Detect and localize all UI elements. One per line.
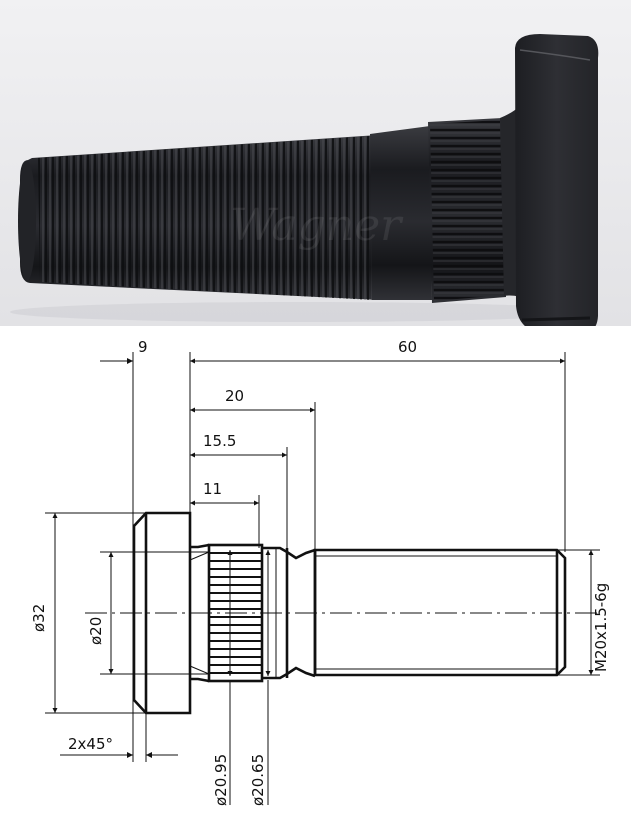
knurl-hatch [209,552,262,674]
watermark: Wagner [230,200,404,251]
dim-head-diameter: ø32 [30,604,48,632]
part-outline [132,511,567,715]
dim-overall-length: 60 [398,338,417,356]
dim-knurl-minor: ø20.65 [249,754,267,806]
dim-knurl-length: 11 [203,480,222,498]
technical-drawing: 9 60 20 15.5 11 2x45° ø32 ø20 ø20.95 ø20… [0,326,631,816]
dim-head-thickness: 9 [138,338,148,356]
dim-shank-diameter: ø20 [87,617,105,645]
dimension-lines [52,358,594,758]
dim-neck-end: 15.5 [203,432,236,450]
dim-chamfer: 2x45° [68,735,113,753]
bolt-head-photo [515,34,599,336]
bolt-knurl-photo [428,118,506,303]
dim-thread-spec: M20x1.5-6g [592,583,610,672]
bolt-neck-photo [370,126,432,300]
knurl-outline [207,543,264,683]
bolt-thread-photo [18,135,380,300]
dim-knurl-major: ø20.95 [212,754,230,806]
dim-thread-start: 20 [225,387,244,405]
product-photo: Wagner [0,0,631,336]
